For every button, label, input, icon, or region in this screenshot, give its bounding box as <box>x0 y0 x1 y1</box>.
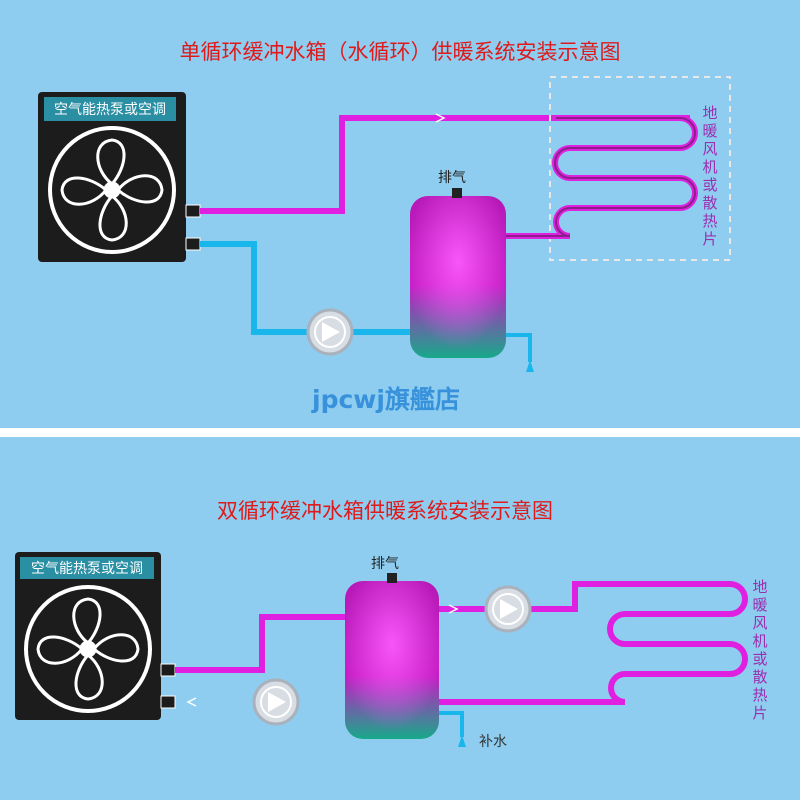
svg-text:散: 散 <box>752 668 767 686</box>
pump-icon <box>252 678 300 726</box>
emitter-label: 地 暖 风 机 或 散 热 片 <box>752 578 767 722</box>
heat-pump-unit <box>15 552 176 720</box>
makeup-label: 补水 <box>479 734 507 750</box>
single-loop-panel: 单循环缓冲水箱（水循环）供暖系统安装示意图 <box>0 0 800 428</box>
svg-text:暖: 暖 <box>702 122 717 140</box>
svg-text:暖: 暖 <box>752 596 767 614</box>
pump-icon <box>484 585 532 633</box>
svg-text:地: 地 <box>702 104 717 122</box>
double-loop-panel: 双循环缓冲水箱供暖系统安装示意图 <box>0 437 800 800</box>
heat-pump-unit <box>38 92 201 262</box>
svg-text:机: 机 <box>752 632 767 650</box>
svg-text:热: 热 <box>752 686 767 704</box>
arrow-icon <box>448 604 459 614</box>
cold-return-pipe <box>200 241 410 335</box>
secondary-supply-pipe <box>439 581 730 612</box>
store-watermark: jpcwj旗艦店 <box>312 385 460 414</box>
unit-label: 空气能热泵或空调 <box>31 561 143 577</box>
svg-text:散: 散 <box>702 194 717 212</box>
svg-text:片: 片 <box>702 230 717 248</box>
unit-label: 空气能热泵或空调 <box>54 102 166 118</box>
hot-supply-pipe <box>200 115 690 214</box>
buffer-tank <box>410 188 506 358</box>
makeup-water-pipe <box>439 711 464 737</box>
arrow-icon <box>435 113 446 123</box>
vent-label: 排气 <box>438 170 466 186</box>
svg-text:或: 或 <box>752 650 767 668</box>
vent-label: 排气 <box>371 556 399 572</box>
single-loop-title: 单循环缓冲水箱（水循环）供暖系统安装示意图 <box>179 40 621 64</box>
primary-hot-pipe <box>175 614 345 673</box>
fan-icon <box>60 138 164 242</box>
emitter-dashed-frame <box>549 76 731 261</box>
svg-text:或: 或 <box>702 176 717 194</box>
svg-text:热: 热 <box>702 212 717 230</box>
pump-icon <box>306 308 354 356</box>
fan-icon <box>36 597 140 701</box>
double-loop-title: 双循环缓冲水箱供暖系统安装示意图 <box>217 499 553 523</box>
double-loop-diagram: 空气能热泵或空调 排气 地 暖 <box>15 552 768 750</box>
svg-text:片: 片 <box>752 704 767 722</box>
drain-pipe <box>506 333 532 362</box>
valve-icon <box>526 360 534 372</box>
arrow-icon <box>186 697 197 707</box>
single-loop-diagram: 空气能热泵或空调 地 暖 风 机 或 散 热 片 排气 <box>38 76 731 372</box>
svg-text:风: 风 <box>752 614 767 632</box>
svg-text:风: 风 <box>702 140 717 158</box>
emitter-coil-core <box>505 117 696 237</box>
svg-text:地: 地 <box>752 578 767 596</box>
emitter-label: 地 暖 风 机 或 散 热 片 <box>702 104 717 248</box>
buffer-tank <box>345 573 439 739</box>
svg-text:机: 机 <box>702 158 717 176</box>
valve-icon <box>458 735 466 747</box>
emitter-coil <box>439 581 748 705</box>
